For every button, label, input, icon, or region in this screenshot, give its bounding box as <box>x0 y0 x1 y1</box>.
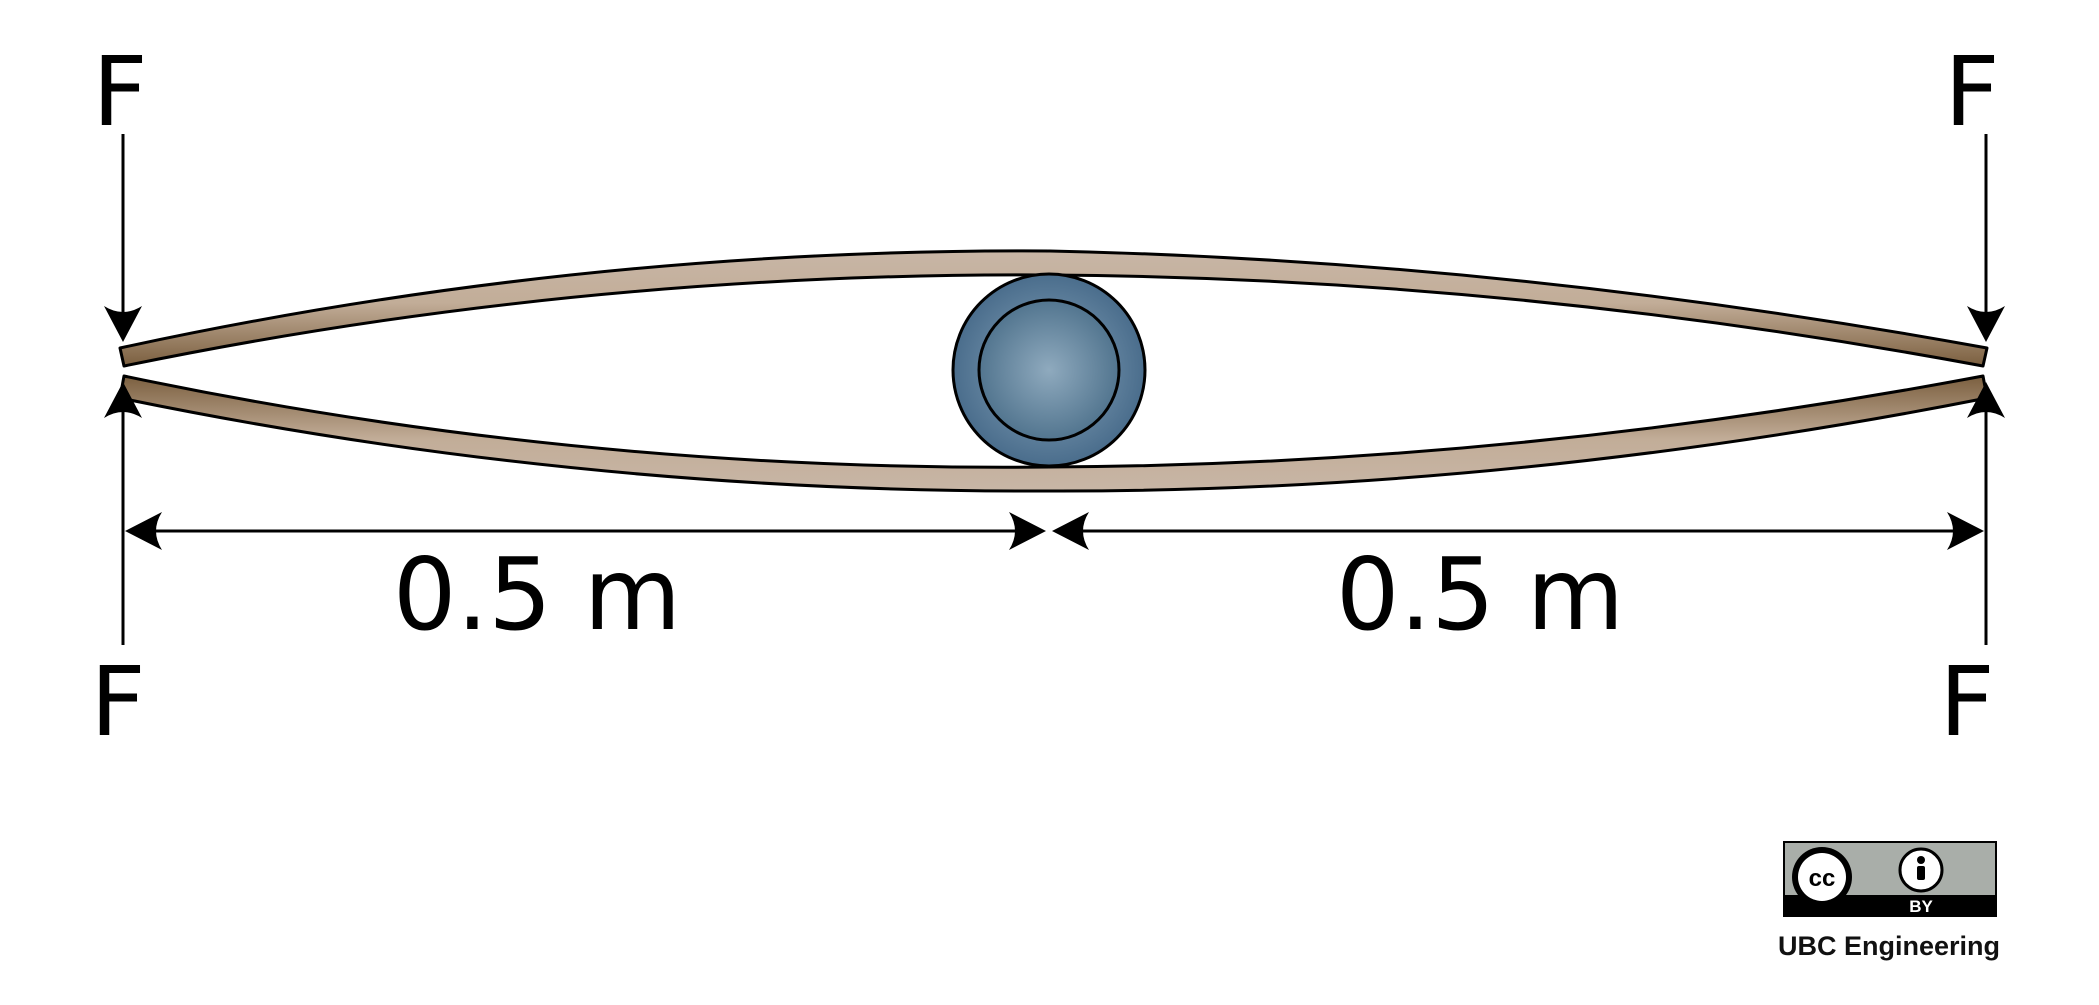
by-label: BY <box>1909 897 1933 916</box>
nut-ball <box>951 272 1147 468</box>
dimension-line-left <box>125 512 1046 550</box>
force-arrow-top-left <box>104 134 142 342</box>
force-label-top-left: F <box>92 36 147 148</box>
force-label-top-right: F <box>1944 36 1999 148</box>
force-label-bottom-right: F <box>1939 646 1994 758</box>
cc-icon-text: cc <box>1809 865 1836 892</box>
force-arrow-bottom-right <box>1967 382 2005 645</box>
force-label-bottom-left: F <box>90 646 145 758</box>
dimension-label-right: 0.5 m <box>1336 536 1624 653</box>
attribution-person-icon <box>1898 847 1944 893</box>
cc-icon: cc <box>1792 847 1852 907</box>
force-arrow-top-right <box>1967 134 2005 342</box>
dimension-label-left: 0.5 m <box>393 536 681 653</box>
dimension-line-right <box>1052 512 1984 550</box>
credit-text: UBC Engineering <box>1778 931 2000 961</box>
upper-lever <box>118 249 1989 368</box>
force-arrow-bottom-left <box>104 382 142 645</box>
cc-by-license-badge: cc BY <box>1783 841 1997 917</box>
